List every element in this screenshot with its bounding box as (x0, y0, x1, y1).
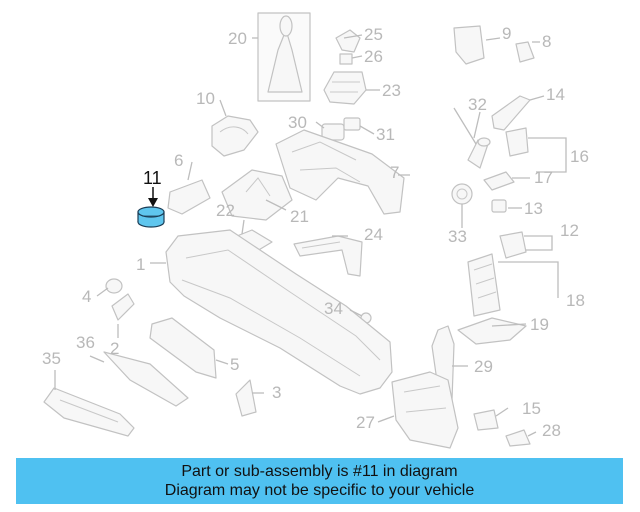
info-banner: Part or sub-assembly is #11 in diagram D… (16, 458, 623, 504)
callout-6: 6 (174, 151, 183, 170)
part-32 (467, 137, 491, 169)
callout-28: 28 (542, 421, 561, 440)
callout-20: 20 (228, 29, 247, 48)
callout-9: 9 (502, 24, 511, 43)
part-12 (499, 231, 527, 259)
leader-lines (54, 34, 567, 437)
callout-26: 26 (364, 47, 383, 66)
part-15 (473, 409, 499, 431)
callout-2: 2 (110, 339, 119, 358)
callout-15: 15 (522, 399, 541, 418)
part-8 (515, 41, 535, 63)
callout-16: 16 (570, 147, 589, 166)
part-31 (343, 117, 361, 131)
callout-29: 29 (474, 357, 493, 376)
part-5 (149, 317, 217, 379)
part-3 (235, 379, 257, 417)
callout-17: 17 (534, 168, 553, 187)
callout-36: 36 (76, 333, 95, 352)
part-27-bracket (391, 371, 459, 449)
part-7-console-cover (275, 129, 405, 215)
callout-10: 10 (196, 89, 215, 108)
part-14 (491, 95, 531, 131)
part-36 (103, 351, 189, 407)
part-10 (211, 115, 259, 157)
part-24 (293, 235, 363, 277)
part-25-shift-knob (335, 29, 361, 65)
callout-22: 22 (216, 201, 235, 220)
callout-1: 1 (136, 255, 145, 274)
callout-27: 27 (356, 413, 375, 432)
part-2 (111, 293, 135, 321)
callout-31: 31 (376, 125, 395, 144)
part-23-shifter (323, 71, 367, 105)
part-20-shift-boot (257, 12, 311, 102)
callout-35: 35 (42, 349, 61, 368)
callout-24: 24 (364, 225, 383, 244)
callout-21: 21 (290, 207, 309, 226)
part-28 (505, 429, 531, 447)
part-6 (167, 179, 211, 215)
callout-11: 11 (143, 168, 162, 188)
part-33 (451, 183, 473, 205)
part-1-console-body (165, 229, 393, 395)
callout-25: 25 (364, 25, 383, 44)
callout-18: 18 (566, 291, 585, 310)
part-19 (457, 317, 527, 345)
callout-3: 3 (272, 383, 281, 402)
part-9 (453, 25, 485, 65)
callout-8: 8 (542, 32, 551, 51)
part-13 (491, 199, 507, 213)
callout-19: 19 (530, 315, 549, 334)
part-21-shift-boot (221, 169, 293, 221)
callout-13: 13 (524, 199, 543, 218)
callout-14: 14 (546, 85, 565, 104)
part-16 (505, 127, 529, 157)
callout-32: 32 (468, 95, 487, 114)
part-17 (483, 171, 515, 191)
part-18 (467, 253, 501, 317)
callout-5: 5 (230, 355, 239, 374)
callout-labels: 1 2 3 4 5 6 7 8 9 10 11 12 13 14 15 16 1… (42, 24, 589, 440)
callout-23: 23 (382, 81, 401, 100)
banner-line-disclaimer: Diagram may not be specific to your vehi… (164, 482, 475, 499)
banner-line-part: Part or sub-assembly is #11 in diagram (181, 463, 458, 480)
part-4 (105, 278, 123, 294)
part-11-highlighted (137, 187, 165, 228)
callout-4: 4 (82, 287, 91, 306)
callout-33: 33 (448, 227, 467, 246)
callout-34: 34 (324, 299, 343, 318)
callout-12: 12 (560, 221, 579, 240)
part-35 (43, 387, 135, 437)
callout-30: 30 (288, 113, 307, 132)
callout-7: 7 (390, 163, 399, 182)
